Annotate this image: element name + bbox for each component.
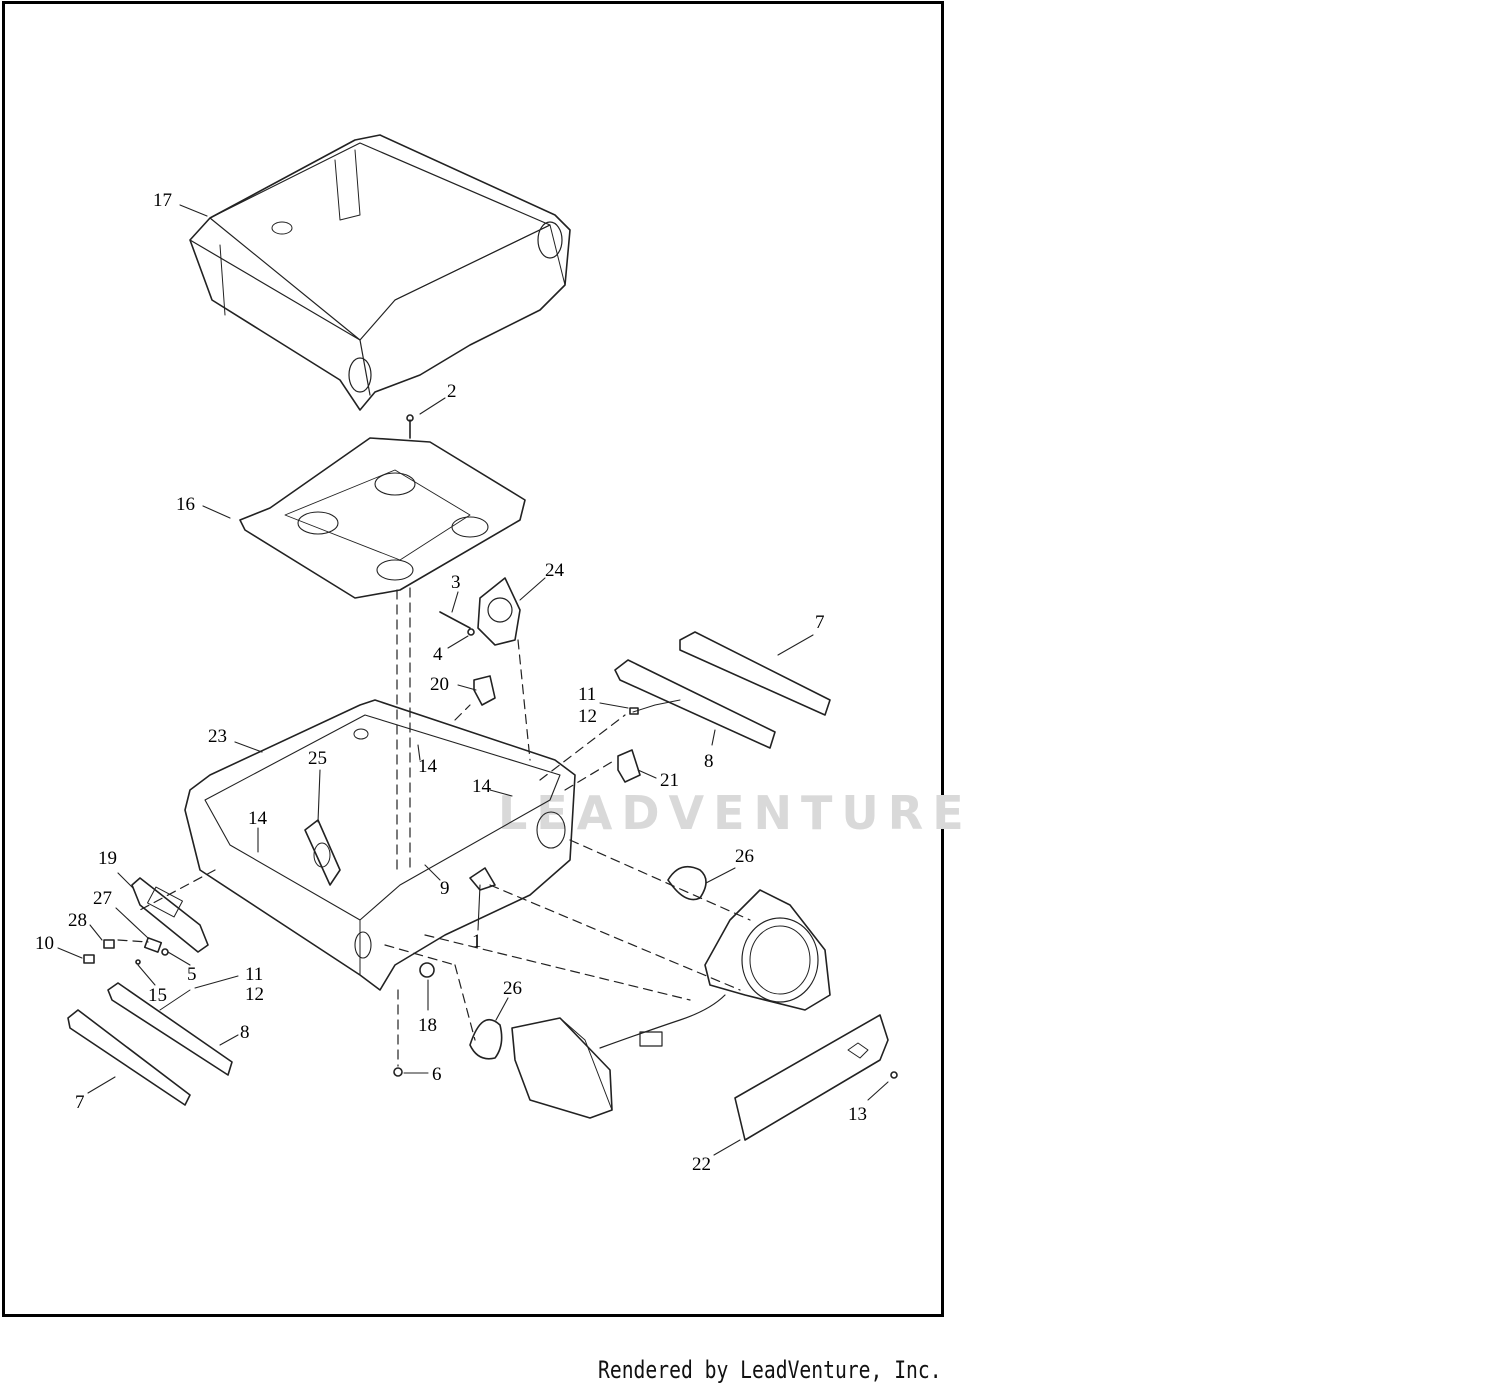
callout-19: 19: [98, 848, 117, 869]
part-spring-25: [304, 819, 341, 886]
callout-20: 20: [430, 674, 449, 695]
callout-27: 27: [93, 888, 112, 909]
callout-7-lower: 7: [75, 1092, 85, 1113]
callout-12-upper: 12: [578, 706, 597, 727]
part-lid-22: [734, 1014, 889, 1141]
callout-21: 21: [660, 770, 679, 791]
callout-1: 1: [472, 931, 482, 952]
part-plug-13: [890, 1071, 898, 1079]
callout-26-lower: 26: [503, 978, 522, 999]
callout-10: 10: [35, 933, 54, 954]
part-speaker-pod: [704, 889, 831, 1011]
callout-22: 22: [692, 1154, 711, 1175]
callout-8-upper: 8: [704, 751, 714, 772]
callout-12-lower: 12: [245, 984, 264, 1005]
part-light-19: [131, 877, 209, 953]
callout-23: 23: [208, 726, 227, 747]
callout-6: 6: [432, 1064, 442, 1085]
callout-11-upper: 11: [578, 684, 596, 705]
callout-15: 15: [148, 985, 167, 1006]
callout-17: 17: [153, 190, 172, 211]
callout-24: 24: [545, 560, 565, 581]
callout-11-lower: 11: [245, 964, 263, 985]
assembly-lines: [117, 587, 751, 1067]
part-bolt-3: [439, 611, 475, 636]
watermark-text: LEADVENTURE: [498, 786, 973, 840]
part-nut-6: [393, 1067, 403, 1077]
callout-28: 28: [68, 910, 87, 931]
part-hinge-21: [617, 749, 641, 783]
part-wiring-harness: [599, 994, 726, 1049]
callout-16: 16: [176, 494, 195, 515]
footer-credit: Rendered by LeadVenture, Inc.: [598, 1356, 942, 1384]
callout-26-upper: 26: [735, 846, 754, 867]
part-base-plate-16: [239, 437, 526, 599]
leader-lines: [57, 204, 889, 1156]
callout-14-a: 14: [418, 756, 438, 777]
part-grommet-18: [419, 962, 435, 978]
part-bracket-24: [477, 577, 521, 646]
part-seal-26-upper: [667, 865, 707, 901]
part-seal-26-lower: [469, 1019, 503, 1060]
part-trim-7-lower: [67, 1009, 191, 1106]
callout-3: 3: [451, 572, 461, 593]
callout-9: 9: [440, 878, 450, 899]
callout-18: 18: [418, 1015, 437, 1036]
callout-2: 2: [447, 381, 457, 402]
part-lamp-8-lower: [107, 982, 233, 1076]
part-lamp-8-upper: [614, 659, 776, 749]
part-screw-2: [406, 414, 414, 439]
callout-14-b: 14: [472, 776, 492, 797]
callout-8-lower: 8: [240, 1022, 250, 1043]
part-base-23: [184, 699, 576, 991]
part-plate-1: [469, 867, 496, 891]
callout-4: 4: [433, 644, 443, 665]
callout-7-upper: 7: [815, 612, 825, 633]
part-liner-17: [189, 134, 571, 411]
callout-13: 13: [848, 1104, 867, 1125]
callout-25: 25: [308, 748, 327, 769]
part-speaker-housing: [511, 1017, 613, 1119]
callout-labels: 17 2 16 3 24 4 7 20 11 12 23 14 8 21 14 …: [35, 190, 867, 1175]
callout-5: 5: [187, 964, 197, 985]
part-trim-7-upper: [679, 631, 831, 716]
diagram-frame: [2, 1, 944, 1317]
callout-14-c: 14: [248, 808, 268, 829]
part-hinge-20: [473, 675, 496, 706]
part-small-hardware: [83, 937, 169, 965]
